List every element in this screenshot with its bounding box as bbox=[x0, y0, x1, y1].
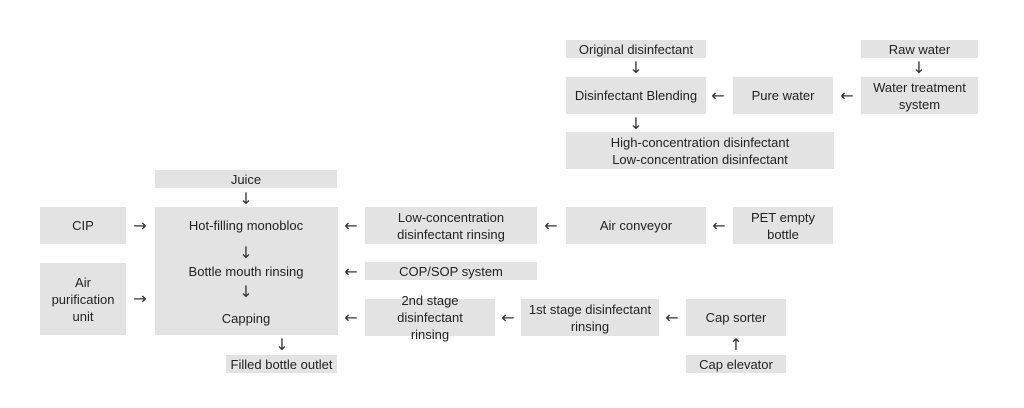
air-purification-unit-line-1: Air bbox=[75, 274, 91, 290]
raw-water-label: Raw water bbox=[888, 41, 951, 57]
disinfectant-concentrations-box: High-concentration disinfectant Low-conc… bbox=[566, 132, 834, 169]
cap-elevator-label: Cap elevator bbox=[699, 356, 773, 372]
cap-sorter-label: Cap sorter bbox=[705, 310, 767, 325]
air-conveyor-box: Air conveyor bbox=[566, 207, 706, 244]
low-concentration-rinsing-line-2: disinfectant rinsing bbox=[397, 226, 505, 242]
pet-empty-bottle-line-2: bottle bbox=[767, 226, 799, 242]
pet-empty-bottle-box: PET empty bottle bbox=[733, 207, 833, 244]
high-concentration-disinfectant-label: High-concentration disinfectant bbox=[610, 134, 790, 150]
arrow-left-icon: ← bbox=[544, 216, 558, 235]
filled-bottle-outlet-box: Filled bottle outlet bbox=[226, 355, 337, 373]
low-concentration-disinfectant-label: Low-concentration disinfectant bbox=[612, 151, 788, 167]
juice-label: Juice bbox=[230, 171, 262, 187]
arrow-down-icon: ↓ bbox=[275, 335, 289, 354]
air-purification-unit-line-3: unit bbox=[72, 308, 94, 324]
stage1-rinsing-line-2: rinsing bbox=[570, 318, 610, 334]
cop-sop-system-box: COP/SOP system bbox=[365, 262, 537, 280]
stage1-rinsing-line-1: 1st stage disinfectant bbox=[528, 301, 652, 317]
disinfectant-blending-box: Disinfectant Blending bbox=[566, 77, 706, 114]
water-treatment-system-line-2: system bbox=[898, 96, 941, 112]
arrow-right-icon: → bbox=[133, 289, 147, 308]
hot-filling-monobloc-label: Hot-filling monobloc bbox=[188, 218, 304, 233]
arrow-left-icon: ← bbox=[840, 86, 854, 105]
arrow-left-icon: ← bbox=[344, 216, 358, 235]
cop-sop-system-label: COP/SOP system bbox=[399, 263, 503, 279]
water-treatment-system-line-1: Water treatment bbox=[873, 79, 966, 95]
water-treatment-system-box: Water treatment system bbox=[861, 77, 978, 114]
air-conveyor-label: Air conveyor bbox=[599, 218, 673, 233]
arrow-right-icon: → bbox=[133, 216, 147, 235]
arrow-left-icon: ← bbox=[344, 308, 358, 327]
arrow-down-icon: ↓ bbox=[239, 189, 253, 208]
raw-water-box: Raw water bbox=[861, 40, 978, 58]
pure-water-box: Pure water bbox=[733, 77, 833, 114]
cip-label: CIP bbox=[72, 218, 94, 233]
capping-label: Capping bbox=[221, 311, 271, 326]
arrow-up-icon: ↑ bbox=[729, 335, 743, 354]
arrow-left-icon: ← bbox=[712, 216, 726, 235]
disinfectant-blending-label: Disinfectant Blending bbox=[574, 88, 698, 103]
juice-box: Juice bbox=[155, 170, 337, 188]
filled-bottle-outlet-label: Filled bottle outlet bbox=[230, 356, 333, 372]
hot-filling-monobloc-box bbox=[155, 207, 338, 335]
stage2-rinsing-box: 2nd stage disinfectant rinsing bbox=[365, 293, 495, 342]
bottle-mouth-rinsing-label: Bottle mouth rinsing bbox=[188, 264, 304, 279]
stage2-rinsing-line-2: rinsing bbox=[410, 327, 450, 342]
low-concentration-rinsing-line-1: Low-concentration bbox=[397, 209, 505, 225]
cap-sorter-box: Cap sorter bbox=[686, 299, 786, 336]
arrow-left-icon: ← bbox=[501, 308, 515, 327]
pure-water-label: Pure water bbox=[751, 88, 815, 103]
arrow-down-icon: ↓ bbox=[239, 282, 253, 301]
original-disinfectant-label: Original disinfectant bbox=[578, 41, 694, 57]
stage2-rinsing-line-1: 2nd stage disinfectant bbox=[397, 293, 463, 325]
arrow-down-icon: ↓ bbox=[239, 243, 253, 262]
arrow-left-icon: ← bbox=[665, 308, 679, 327]
stage1-rinsing-box: 1st stage disinfectant rinsing bbox=[521, 299, 659, 336]
arrow-down-icon: ↓ bbox=[912, 58, 926, 77]
original-disinfectant-box: Original disinfectant bbox=[566, 40, 706, 58]
arrow-down-icon: ↓ bbox=[629, 114, 643, 133]
air-purification-unit-box: Air purification unit bbox=[40, 263, 126, 335]
arrow-left-icon: ← bbox=[344, 262, 358, 281]
arrow-left-icon: ← bbox=[711, 86, 725, 105]
arrow-down-icon: ↓ bbox=[629, 58, 643, 77]
cap-elevator-box: Cap elevator bbox=[686, 355, 786, 373]
pet-empty-bottle-line-1: PET empty bbox=[750, 209, 816, 225]
air-purification-unit-line-2: purification bbox=[51, 291, 115, 307]
low-concentration-rinsing-box: Low-concentration disinfectant rinsing bbox=[365, 207, 537, 244]
cip-box: CIP bbox=[40, 207, 126, 244]
